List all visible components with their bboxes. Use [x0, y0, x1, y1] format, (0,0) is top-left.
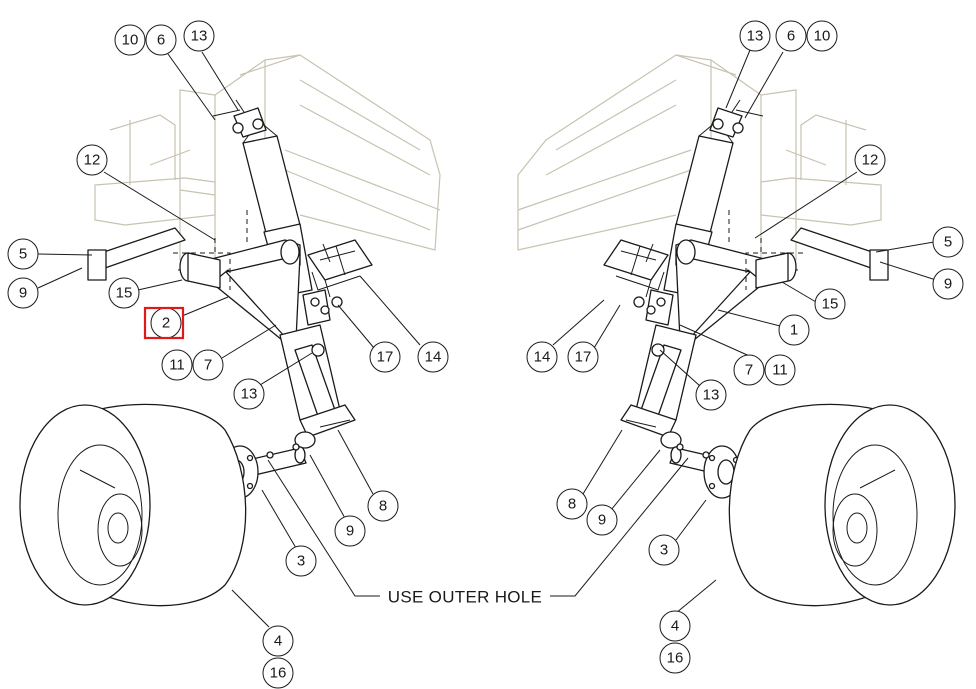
callout-4-right: 4	[659, 610, 691, 642]
callout-5-right: 5	[932, 226, 964, 258]
callout-9-right-bottom: 9	[586, 504, 618, 536]
svg-text:12: 12	[862, 152, 879, 169]
svg-text:13: 13	[191, 28, 208, 45]
right-pivot-shaft	[745, 227, 889, 290]
callout-15-left: 15	[108, 277, 140, 309]
callout-12-left: 12	[76, 144, 108, 176]
svg-text:16: 16	[270, 665, 287, 682]
callout-17-right: 17	[567, 341, 599, 373]
svg-text:6: 6	[787, 28, 795, 45]
svg-text:3: 3	[297, 553, 305, 570]
svg-text:14: 14	[425, 349, 442, 366]
callout-14-left: 14	[417, 341, 449, 373]
svg-text:11: 11	[772, 362, 788, 379]
svg-text:4: 4	[671, 618, 679, 635]
callout-9-left-top: 9	[7, 277, 39, 309]
svg-text:8: 8	[379, 498, 387, 515]
callout-9-left-bottom: 9	[334, 515, 366, 547]
callout-7-left: 7	[192, 349, 224, 381]
svg-text:2: 2	[162, 315, 170, 332]
callout-6-left: 6	[145, 24, 177, 56]
left-wheel-arm	[279, 324, 356, 449]
svg-text:10: 10	[814, 28, 831, 45]
svg-text:9: 9	[944, 276, 952, 293]
callout-17-left: 17	[369, 341, 401, 373]
callout-4-left: 4	[262, 625, 294, 657]
svg-text:17: 17	[377, 349, 394, 366]
right-pivot-arm	[675, 210, 799, 341]
svg-text:1: 1	[790, 322, 798, 339]
callout-8-left: 8	[367, 490, 399, 522]
callout-1-right: 1	[778, 314, 810, 346]
svg-text:12: 12	[84, 152, 101, 169]
svg-text:9: 9	[598, 512, 606, 529]
svg-text:4: 4	[274, 633, 282, 650]
right-clevis-17	[633, 289, 674, 326]
callout-10-right: 10	[806, 20, 838, 52]
svg-text:5: 5	[19, 246, 27, 263]
svg-text:17: 17	[575, 349, 592, 366]
svg-text:6: 6	[157, 32, 165, 49]
callout-5-left: 5	[7, 238, 39, 270]
left-tire	[19, 403, 247, 607]
callout-11-right: 11	[764, 354, 796, 386]
use-outer-hole-note: USE OUTER HOLE	[388, 588, 542, 607]
highlight-box-callout-2	[143, 306, 185, 340]
callout-10-left: 10	[114, 24, 146, 56]
svg-text:16: 16	[667, 650, 684, 667]
callout-9-right-top: 9	[932, 268, 964, 300]
svg-text:9: 9	[346, 523, 354, 540]
right-wheel-arm	[620, 324, 697, 449]
right-hub	[669, 443, 742, 499]
svg-text:3: 3	[660, 542, 668, 559]
svg-text:7: 7	[204, 357, 212, 374]
callout-13-left-mid: 13	[233, 378, 265, 410]
right-bracket-14	[603, 239, 669, 298]
callout-13-right-top: 13	[739, 20, 771, 52]
svg-text:5: 5	[944, 234, 952, 251]
callout-16-right: 16	[659, 642, 691, 674]
callout-15-right: 15	[814, 288, 846, 320]
callout-11-left: 11	[161, 349, 193, 381]
svg-text:13: 13	[703, 387, 720, 404]
svg-text:15: 15	[116, 285, 133, 302]
callout-3-right: 3	[648, 534, 680, 566]
callout-16-left: 16	[262, 657, 294, 689]
svg-text:7: 7	[745, 362, 753, 379]
left-pivot-shaft	[87, 227, 231, 290]
right-tire	[728, 403, 956, 607]
callout-8-right: 8	[556, 488, 588, 520]
callout-3-left: 3	[285, 545, 317, 577]
callout-2-left: 2	[150, 307, 182, 339]
callout-14-right: 14	[526, 341, 558, 373]
svg-text:9: 9	[19, 285, 27, 302]
svg-text:13: 13	[241, 386, 258, 403]
svg-text:11: 11	[169, 357, 185, 374]
callout-12-right: 12	[854, 144, 886, 176]
svg-text:8: 8	[568, 496, 576, 513]
left-frame	[94, 54, 441, 263]
callout-13-right-mid: 13	[695, 379, 727, 411]
callout-6-right: 6	[775, 20, 807, 52]
left-bracket-14	[307, 239, 373, 298]
callout-7-right: 7	[733, 354, 765, 386]
svg-text:13: 13	[747, 28, 764, 45]
svg-text:14: 14	[534, 349, 551, 366]
svg-text:10: 10	[122, 32, 139, 49]
leader-lines	[37, 49, 937, 628]
left-clevis-17	[302, 289, 343, 326]
callout-13-left-top: 13	[183, 20, 215, 52]
svg-text:15: 15	[822, 296, 839, 313]
